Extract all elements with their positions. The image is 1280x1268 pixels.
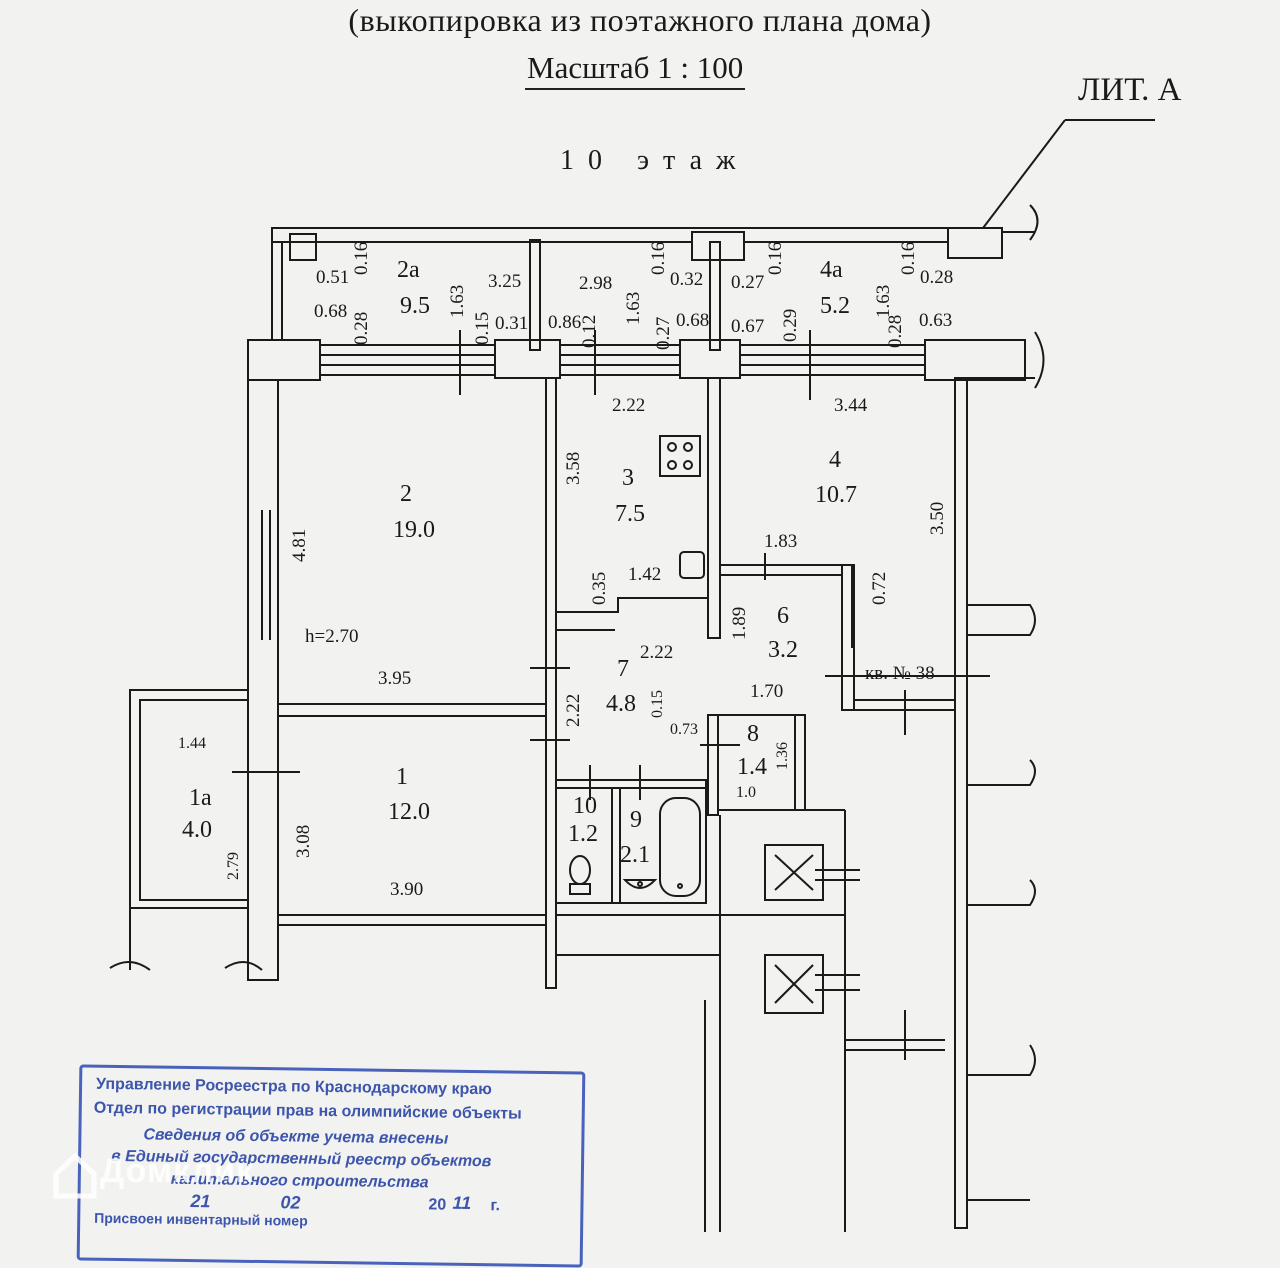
- room-6-number: 6: [777, 603, 789, 629]
- dim-label: 1.42: [628, 564, 662, 585]
- scale-label: Масштаб 1 : 100: [525, 50, 746, 90]
- stamp-date-month: 02: [280, 1192, 301, 1213]
- dim-label: 3.90: [390, 879, 424, 900]
- dim-label: 1.63: [623, 291, 644, 325]
- room-9-area: 2.1: [620, 842, 650, 868]
- dim-label: 0.31: [495, 313, 529, 334]
- dim-label: 0.29: [780, 308, 801, 342]
- dim-label: 0.68: [676, 310, 710, 331]
- room-4a-area: 5.2: [820, 293, 850, 319]
- dim-label: 3.44: [834, 395, 868, 416]
- room-2a-area: 9.5: [400, 293, 430, 319]
- dim-label: 0.27: [653, 316, 674, 350]
- dim-label: 0.35: [589, 571, 610, 605]
- room-1-area: 12.0: [388, 799, 430, 825]
- dim-label: 1.36: [774, 742, 791, 770]
- room-8-area: 1.4: [737, 754, 767, 780]
- room-2-area: 19.0: [393, 517, 435, 543]
- dim-label: 1.70: [750, 681, 784, 702]
- dim-label: 3.50: [927, 501, 948, 535]
- dim-label: 1.83: [764, 531, 798, 552]
- room-2-number: 2: [400, 481, 412, 507]
- dim-label: 2.22: [563, 693, 584, 727]
- floor-plan-drawing: [109, 119, 1155, 1232]
- dim-label: 4.81: [289, 528, 310, 562]
- ceiling-height-label: h=2.70: [305, 626, 359, 647]
- dim-label: 0.51: [316, 267, 350, 288]
- floor-label: 10 этаж: [560, 145, 750, 176]
- dim-label: 0.16: [351, 241, 372, 275]
- dim-label: 1.63: [873, 284, 894, 318]
- dim-label: 0.28: [920, 267, 954, 288]
- dim-label: 0.16: [898, 241, 919, 275]
- room-7-number: 7: [617, 656, 629, 682]
- dim-label: 0.27: [731, 272, 765, 293]
- dim-label: 2.22: [612, 395, 646, 416]
- dim-label: 0.16: [648, 241, 669, 275]
- home-logo-icon: [53, 1152, 97, 1199]
- stamp-line: Присвоен инвентарный номер: [94, 1209, 308, 1229]
- dim-label: 0.86: [548, 312, 582, 333]
- room-10-number: 10: [573, 793, 597, 819]
- dim-label: 0.67: [731, 316, 765, 337]
- dim-label: 2.98: [579, 273, 613, 294]
- room-4-number: 4: [829, 447, 841, 473]
- room-1a-area: 4.0: [182, 817, 212, 843]
- dim-label: 0.15: [649, 690, 666, 718]
- room-9-number: 9: [630, 807, 642, 833]
- dim-label: 3.58: [563, 451, 584, 485]
- dim-label: 0.12: [579, 314, 600, 348]
- room-3-number: 3: [622, 465, 634, 491]
- stamp-date-year: 11: [452, 1192, 472, 1213]
- room-3-area: 7.5: [615, 501, 645, 527]
- room-4a-number: 4а: [820, 257, 843, 283]
- room-2a-number: 2а: [397, 257, 420, 283]
- dim-label: 0.16: [765, 241, 786, 275]
- room-1a-number: 1а: [189, 785, 212, 811]
- dim-label: 0.68: [314, 301, 348, 322]
- room-1-number: 1: [396, 764, 408, 790]
- dim-label: 2.79: [225, 852, 242, 880]
- watermark-text: Домклик: [100, 1152, 255, 1190]
- room-10-area: 1.2: [568, 821, 598, 847]
- stamp-line: Управление Росреестра по Краснодарскому …: [96, 1075, 492, 1099]
- building-letter-label: ЛИТ. А: [1078, 72, 1182, 108]
- room-6-area: 3.2: [768, 637, 798, 663]
- dim-label: 1.89: [729, 606, 750, 640]
- dim-label: 3.25: [488, 271, 522, 292]
- dim-label: 1.63: [447, 284, 468, 318]
- dim-label: 0.28: [885, 314, 906, 348]
- dim-label: 3.08: [293, 824, 314, 858]
- top-outer-wall: [271, 227, 1003, 243]
- leader-line: [979, 119, 1066, 233]
- dim-label: 3.95: [378, 668, 412, 689]
- stamp-date-year-prefix: 20: [428, 1196, 447, 1214]
- stamp-line: Отдел по регистрации прав на олимпийские…: [93, 1099, 522, 1123]
- dim-label: 1.0: [736, 784, 756, 801]
- stamp-date-day: 21: [190, 1191, 211, 1212]
- dim-label: 0.28: [351, 311, 372, 345]
- dim-label: 2.22: [640, 642, 674, 663]
- room-7-area: 4.8: [606, 691, 636, 717]
- dim-label: 0.72: [869, 571, 890, 605]
- document-subtitle: (выкопировка из поэтажного плана дома): [348, 2, 932, 38]
- room-8-number: 8: [747, 721, 759, 747]
- dim-label: 0.63: [919, 310, 953, 331]
- apartment-number: кв. № 38: [865, 663, 935, 684]
- room-4-area: 10.7: [815, 482, 857, 508]
- dim-label: 0.15: [472, 311, 493, 345]
- dim-label: 0.32: [670, 269, 704, 290]
- dim-label: 1.44: [178, 735, 206, 752]
- dim-label: 0.73: [670, 721, 698, 738]
- stamp-line: Сведения об объекте учета внесены: [143, 1126, 449, 1148]
- stamp-date-suffix: г.: [490, 1197, 501, 1215]
